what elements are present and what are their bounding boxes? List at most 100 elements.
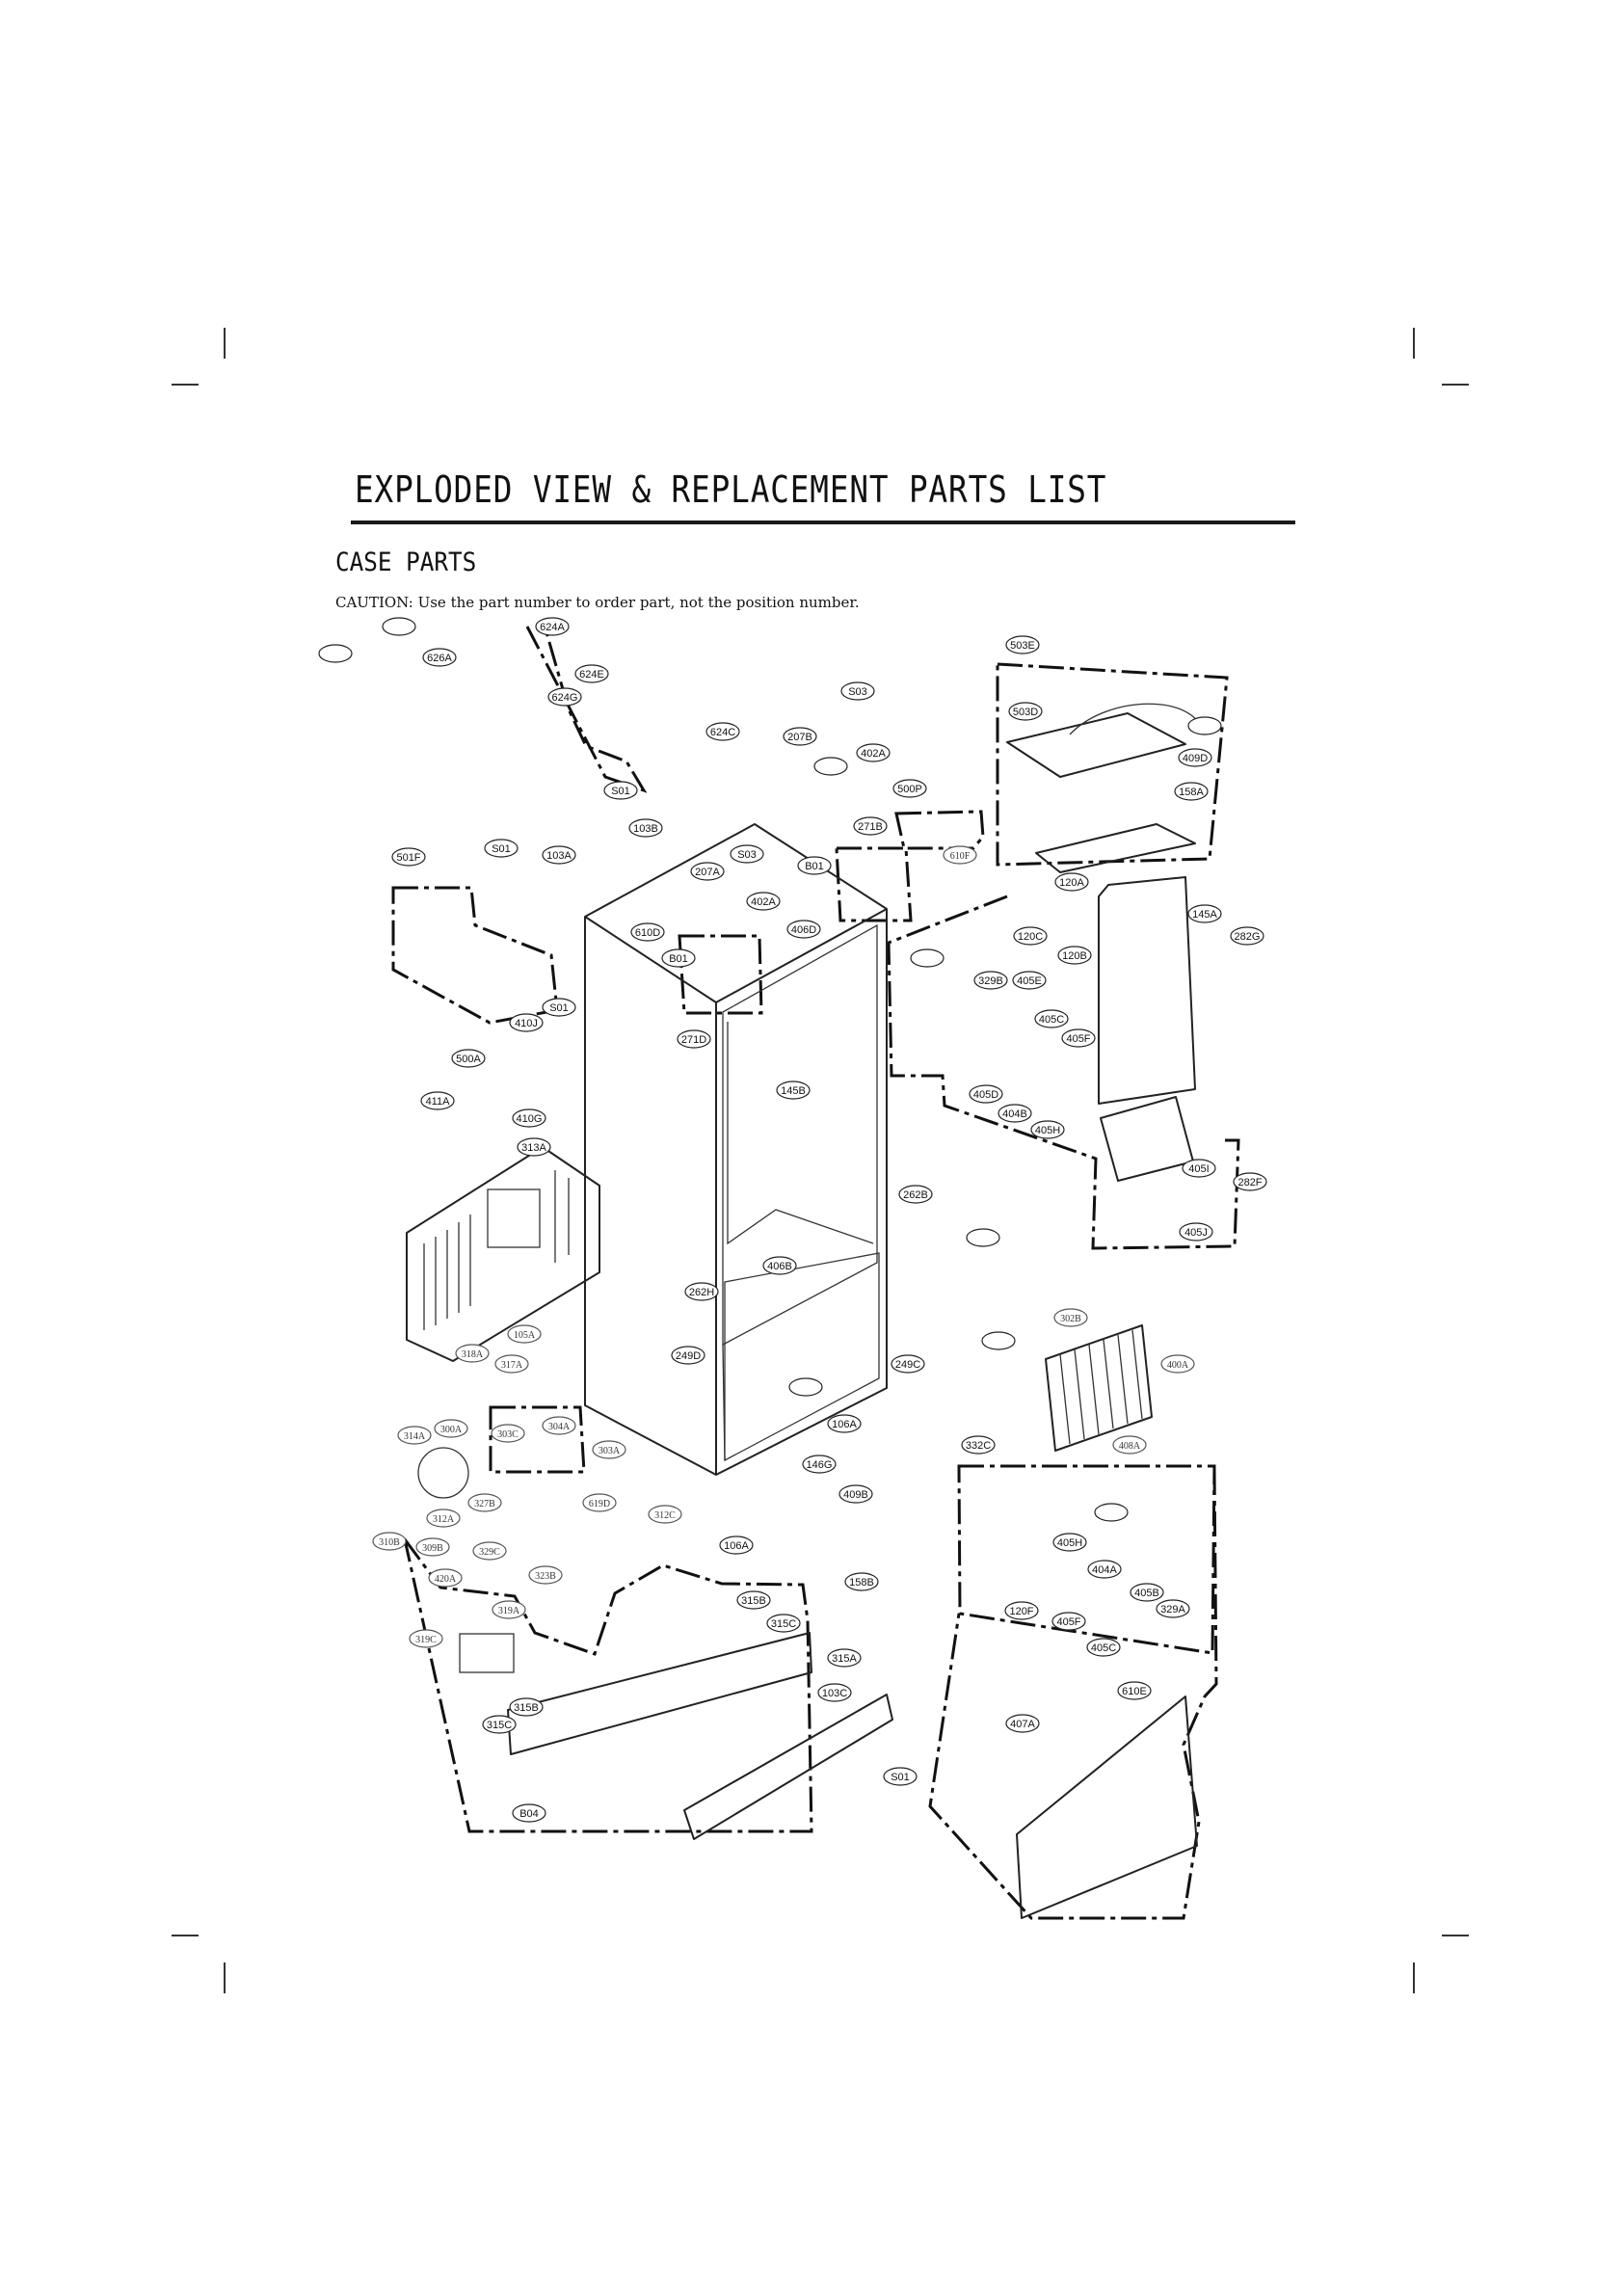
callout-bubble xyxy=(802,1455,837,1474)
callout-label: 409B xyxy=(843,1489,868,1501)
part-callout: 624A xyxy=(535,617,570,636)
callout-label: 503D xyxy=(1013,707,1038,718)
callout-bubble xyxy=(1012,971,1047,990)
callout-bubble xyxy=(628,818,663,838)
part-callout xyxy=(1094,1503,1129,1522)
part-callout: 312A xyxy=(426,1508,461,1528)
callout-bubble xyxy=(535,617,570,636)
crop-mark xyxy=(172,1935,199,1936)
callout-bubble xyxy=(892,779,927,798)
part-callout: 145B xyxy=(776,1081,811,1100)
callout-bubble xyxy=(1005,1714,1040,1733)
callout-bubble xyxy=(1112,1435,1147,1455)
callout-label: 120F xyxy=(1009,1606,1033,1617)
callout-label: 405C xyxy=(1091,1642,1116,1654)
part-callout: 271B xyxy=(853,816,888,836)
callout-label: 410J xyxy=(515,1018,538,1029)
callout-label: 282F xyxy=(1237,1177,1262,1188)
part-callout: B01 xyxy=(797,856,832,875)
callout-bubble xyxy=(492,1600,526,1619)
callout-label: 407A xyxy=(1010,1719,1035,1730)
callout-bubble xyxy=(998,1104,1032,1123)
part-callout: S01 xyxy=(484,839,519,858)
crop-mark xyxy=(1413,328,1415,359)
callout-bubble xyxy=(509,1013,544,1032)
part-callout: 332C xyxy=(961,1435,996,1455)
part-callout: 405C xyxy=(1034,1009,1069,1028)
callout-label: 158B xyxy=(849,1577,874,1589)
part-callout: 106A xyxy=(719,1535,754,1555)
callout-label: S03 xyxy=(737,849,757,861)
callout-bubble xyxy=(827,1414,862,1433)
callout-bubble xyxy=(671,1346,705,1365)
callout-label: 500A xyxy=(456,1054,481,1065)
part-callout: 303C xyxy=(491,1424,525,1443)
part-callout: 304A xyxy=(542,1416,576,1435)
callout-label: 309B xyxy=(422,1543,443,1554)
callout-bubble xyxy=(592,1440,626,1459)
callout-label: 405H xyxy=(1035,1125,1060,1136)
crop-mark xyxy=(224,328,226,359)
callout-bubble xyxy=(648,1505,682,1524)
callout-bubble xyxy=(966,1228,1000,1247)
callout-label: 315A xyxy=(832,1653,857,1665)
caution-note: CAUTION: Use the part number to order pa… xyxy=(335,594,860,611)
callout-bubble xyxy=(827,1648,862,1668)
callout-label: 319A xyxy=(498,1606,520,1616)
part-callout: S01 xyxy=(542,998,576,1017)
part-callout: 315C xyxy=(482,1715,517,1734)
callout-label: 503E xyxy=(1010,640,1035,652)
part-callout: S01 xyxy=(883,1767,918,1786)
callout-bubble xyxy=(766,1614,801,1633)
callout-label: 405F xyxy=(1066,1033,1090,1045)
callout-label: 402A xyxy=(751,896,776,908)
callout-bubble xyxy=(746,892,781,911)
part-callout: 319C xyxy=(409,1629,443,1648)
callout-bubble xyxy=(783,727,817,746)
callout-bubble xyxy=(512,1108,546,1128)
callout-label: 310B xyxy=(379,1537,400,1548)
title-rule xyxy=(351,521,1295,524)
callout-label: 315C xyxy=(487,1720,512,1731)
callout-label: 405H xyxy=(1057,1537,1082,1549)
callout-bubble xyxy=(1052,1533,1087,1552)
part-callout: 262B xyxy=(898,1185,933,1204)
callout-bubble xyxy=(517,1137,551,1157)
callout-bubble xyxy=(1182,1159,1216,1178)
callout-label: 405D xyxy=(973,1089,998,1101)
part-callout: 318A xyxy=(455,1344,490,1363)
callout-label: 405F xyxy=(1056,1616,1080,1628)
part-callout: 145A xyxy=(1187,904,1222,923)
part-callout xyxy=(318,644,353,663)
callout-label: S03 xyxy=(848,686,867,698)
part-callout: 120B xyxy=(1057,946,1092,965)
callout-label: S01 xyxy=(549,1002,569,1014)
callout-bubble xyxy=(910,948,945,968)
callout-bubble xyxy=(1005,635,1040,654)
part-callout: 329B xyxy=(973,971,1008,990)
section-heading: CASE PARTS xyxy=(335,547,477,577)
part-callout xyxy=(382,617,416,636)
callout-label: 323B xyxy=(535,1571,556,1582)
part-callout: 503D xyxy=(1008,702,1043,721)
part-callout: 411A xyxy=(420,1091,455,1110)
part-callout: 249C xyxy=(891,1354,925,1374)
callout-label: 271B xyxy=(858,821,883,833)
callout-bubble xyxy=(409,1629,443,1648)
callout-bubble xyxy=(853,816,888,836)
part-callout: 313A xyxy=(517,1137,551,1157)
part-callout: 103C xyxy=(817,1683,852,1702)
part-callout: 405J xyxy=(1179,1222,1213,1241)
callout-label: 103A xyxy=(546,850,572,862)
callout-bubble xyxy=(603,781,638,800)
part-callout: 610E xyxy=(1117,1681,1152,1700)
callout-label: 303A xyxy=(599,1446,621,1456)
callout-bubble xyxy=(1187,904,1222,923)
callout-bubble xyxy=(797,856,832,875)
callout-label: 624E xyxy=(579,669,604,681)
callout-bubble xyxy=(582,1493,617,1512)
callout-label: 409D xyxy=(1183,753,1208,764)
callout-bubble xyxy=(817,1683,852,1702)
part-callout: 315A xyxy=(827,1648,862,1668)
part-callout: 315B xyxy=(736,1590,771,1610)
